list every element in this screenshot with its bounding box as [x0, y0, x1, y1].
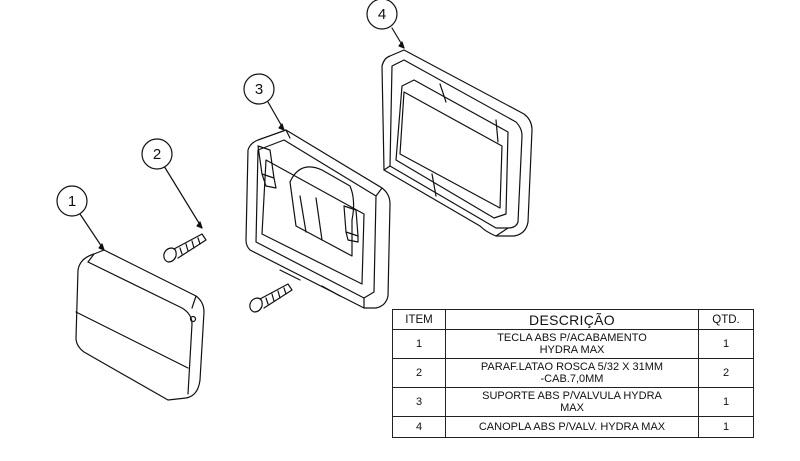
description-line-1: SUPORTE ABS P/VALVULA HYDRA [482, 390, 662, 402]
description-line-2: HYDRA MAX [539, 344, 605, 356]
balloon-3 [243, 73, 275, 105]
balloon-2-number: 2 [153, 146, 161, 163]
table-header-row: ITEM DESCRIÇÃO QTD. [392, 309, 754, 330]
row-item: 4 [392, 416, 446, 438]
balloon-2 [141, 138, 173, 170]
balloon-4 [366, 0, 398, 30]
table-row: 3 SUPORTE ABS P/VALVULA HYDRA MAX 1 [392, 387, 754, 417]
table-row: 2 PARAF.LATAO ROSCA 5/32 X 31MM -CAB.7,0… [392, 358, 754, 388]
part-2-screws [163, 233, 293, 313]
row-item: 2 [392, 358, 446, 388]
table-row: 1 TECLA ABS P/ACABAMENTO HYDRA MAX 1 [392, 329, 754, 359]
row-qty: 1 [698, 416, 754, 438]
description-line-2: MAX [560, 402, 584, 414]
part-1-tecla [75, 249, 205, 401]
header-qty: QTD. [698, 309, 754, 330]
balloon-1-number: 1 [68, 193, 76, 210]
row-description: PARAF.LATAO ROSCA 5/32 X 31MM -CAB.7,0MM [445, 358, 699, 388]
balloon-4-number: 4 [378, 6, 386, 23]
row-description: SUPORTE ABS P/VALVULA HYDRA MAX [445, 387, 699, 417]
description-line-1: PARAF.LATAO ROSCA 5/32 X 31MM [480, 361, 664, 373]
header-item: ITEM [392, 309, 446, 330]
row-description: TECLA ABS P/ACABAMENTO HYDRA MAX [445, 329, 699, 359]
balloon-3-number: 3 [255, 81, 263, 98]
description-line-2: -CAB.7,0MM [540, 373, 604, 385]
bill-of-materials-table: ITEM DESCRIÇÃO QTD. 1 TECLA ABS P/ACABAM… [392, 309, 754, 438]
row-qty: 1 [698, 329, 754, 359]
row-description: CANOPLA ABS P/VALV. HYDRA MAX [445, 416, 699, 438]
header-description: DESCRIÇÃO [445, 309, 699, 330]
leader-lines [79, 27, 405, 251]
part-4-canopla [381, 49, 533, 237]
row-item: 3 [392, 387, 446, 417]
balloon-1 [56, 185, 88, 217]
row-item: 1 [392, 329, 446, 359]
row-qty: 2 [698, 358, 754, 388]
description-line-1: TECLA ABS P/ACABAMENTO [497, 332, 647, 344]
description-line-1: CANOPLA ABS P/VALV. HYDRA MAX [478, 421, 666, 433]
table-row: 4 CANOPLA ABS P/VALV. HYDRA MAX 1 [392, 416, 754, 438]
row-qty: 1 [698, 387, 754, 417]
part-3-suporte [245, 129, 391, 309]
